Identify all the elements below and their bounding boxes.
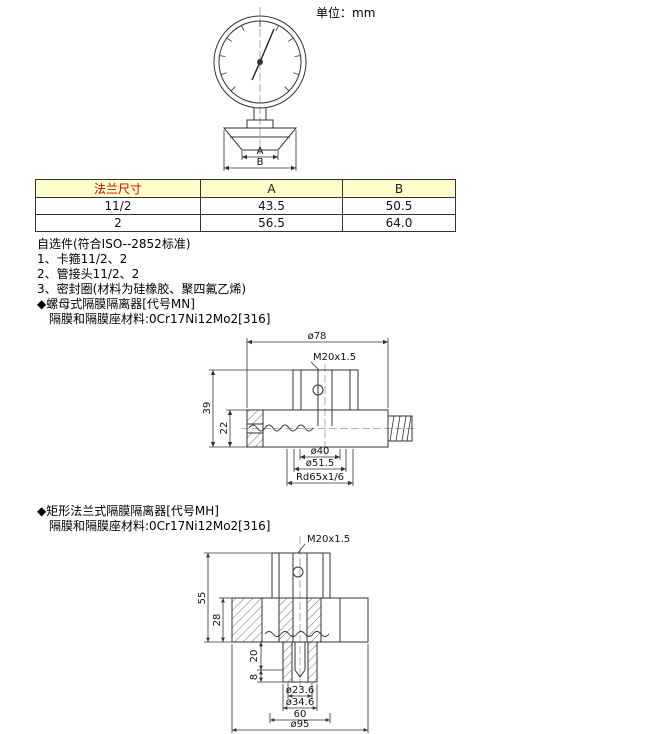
gauge-drawing: A B	[213, 7, 307, 171]
mh-dim-d95-label: ø95	[291, 719, 310, 730]
mh-dim-28-label: 28	[212, 614, 223, 627]
mn-dim-d40-label: ø40	[311, 446, 330, 457]
mh-dim-d346-label: ø34.6	[286, 697, 314, 708]
mh-dim-8-label: 8	[249, 674, 260, 680]
mh-dim-20-label: 20	[249, 650, 260, 663]
mh-dimension-lines	[204, 543, 369, 733]
unit-label: 单位：mm	[316, 6, 376, 20]
table-header-row: 法兰尺寸 A B	[35, 179, 456, 198]
cell-b: 64.0	[342, 214, 456, 232]
gauge-dial	[213, 15, 307, 109]
gauge-dim-a-label: A	[257, 146, 264, 157]
mn-diaphragm-wave	[248, 424, 314, 432]
col-header-a: A	[200, 179, 343, 198]
section-mn-title: ◆螺母式隔膜隔离器[代号MN]	[37, 297, 195, 311]
options-intro: 自选件(符合ISO--2852标准)	[37, 237, 191, 251]
gauge-clamp	[222, 108, 298, 151]
gauge-hub	[257, 59, 263, 65]
mn-thread-lines	[389, 415, 412, 442]
mn-dim-39-label: 39	[202, 402, 213, 415]
mn-seal-drawing: ø78 M20x1.5 39 22 ø40 ø51.5 Rd65x1/6	[202, 331, 417, 486]
col-header-b: B	[342, 179, 456, 198]
cell-a: 43.5	[200, 197, 343, 215]
options-item-2: 2、管接头11/2、2	[37, 267, 140, 281]
gauge-dim-b-label: B	[257, 157, 264, 168]
mh-dim-d236-label: ø23.6	[286, 685, 314, 696]
mn-dim-d51-label: ø51.5	[306, 458, 334, 469]
mn-body	[246, 369, 413, 448]
table-row: 2 56.5 64.0	[35, 214, 456, 232]
mh-dim-55-label: 55	[197, 592, 208, 605]
mn-dim-thread-label: M20x1.5	[313, 352, 356, 363]
cell-size: 11/2	[35, 197, 201, 215]
section-mn-material: 隔膜和隔膜座材料:0Cr17Ni12Mo2[316]	[49, 312, 271, 326]
mn-dimension-lines	[209, 338, 389, 486]
table-row: 11/2 43.5 50.5	[35, 197, 456, 215]
mh-diaphragm-wave	[264, 631, 330, 637]
cell-size: 2	[35, 214, 201, 232]
options-item-3: 3、密封圈(材料为硅橡胶、聚四氟乙烯)	[37, 282, 246, 296]
section-mh-material: 隔膜和隔膜座材料:0Cr17Ni12Mo2[316]	[49, 519, 271, 533]
cell-a: 56.5	[200, 214, 343, 232]
mh-dim-thread-label: M20x1.5	[307, 534, 350, 545]
mh-seal-drawing: M20x1.5 55 28 20 8 ø23.6 ø34.6 60 ø95	[197, 534, 369, 733]
gauge-dimension-lines	[223, 130, 297, 171]
mn-dim-22-label: 22	[219, 422, 230, 435]
col-header-flange-size: 法兰尺寸	[35, 179, 201, 198]
section-mh-title: ◆矩形法兰式隔膜隔离器[代号MH]	[37, 504, 219, 518]
options-item-1: 1、卡箍11/2、2	[37, 252, 128, 266]
mh-body	[231, 552, 369, 683]
flange-size-table: 法兰尺寸 A B 11/2 43.5 50.5 2 56.5 64.0	[35, 179, 456, 232]
mh-dim-60-label: 60	[294, 709, 307, 720]
mn-dim-d78-label: ø78	[308, 331, 327, 342]
cell-b: 50.5	[342, 197, 456, 215]
mn-dim-rd-label: Rd65x1/6	[296, 472, 344, 483]
gauge-needle	[251, 28, 275, 81]
